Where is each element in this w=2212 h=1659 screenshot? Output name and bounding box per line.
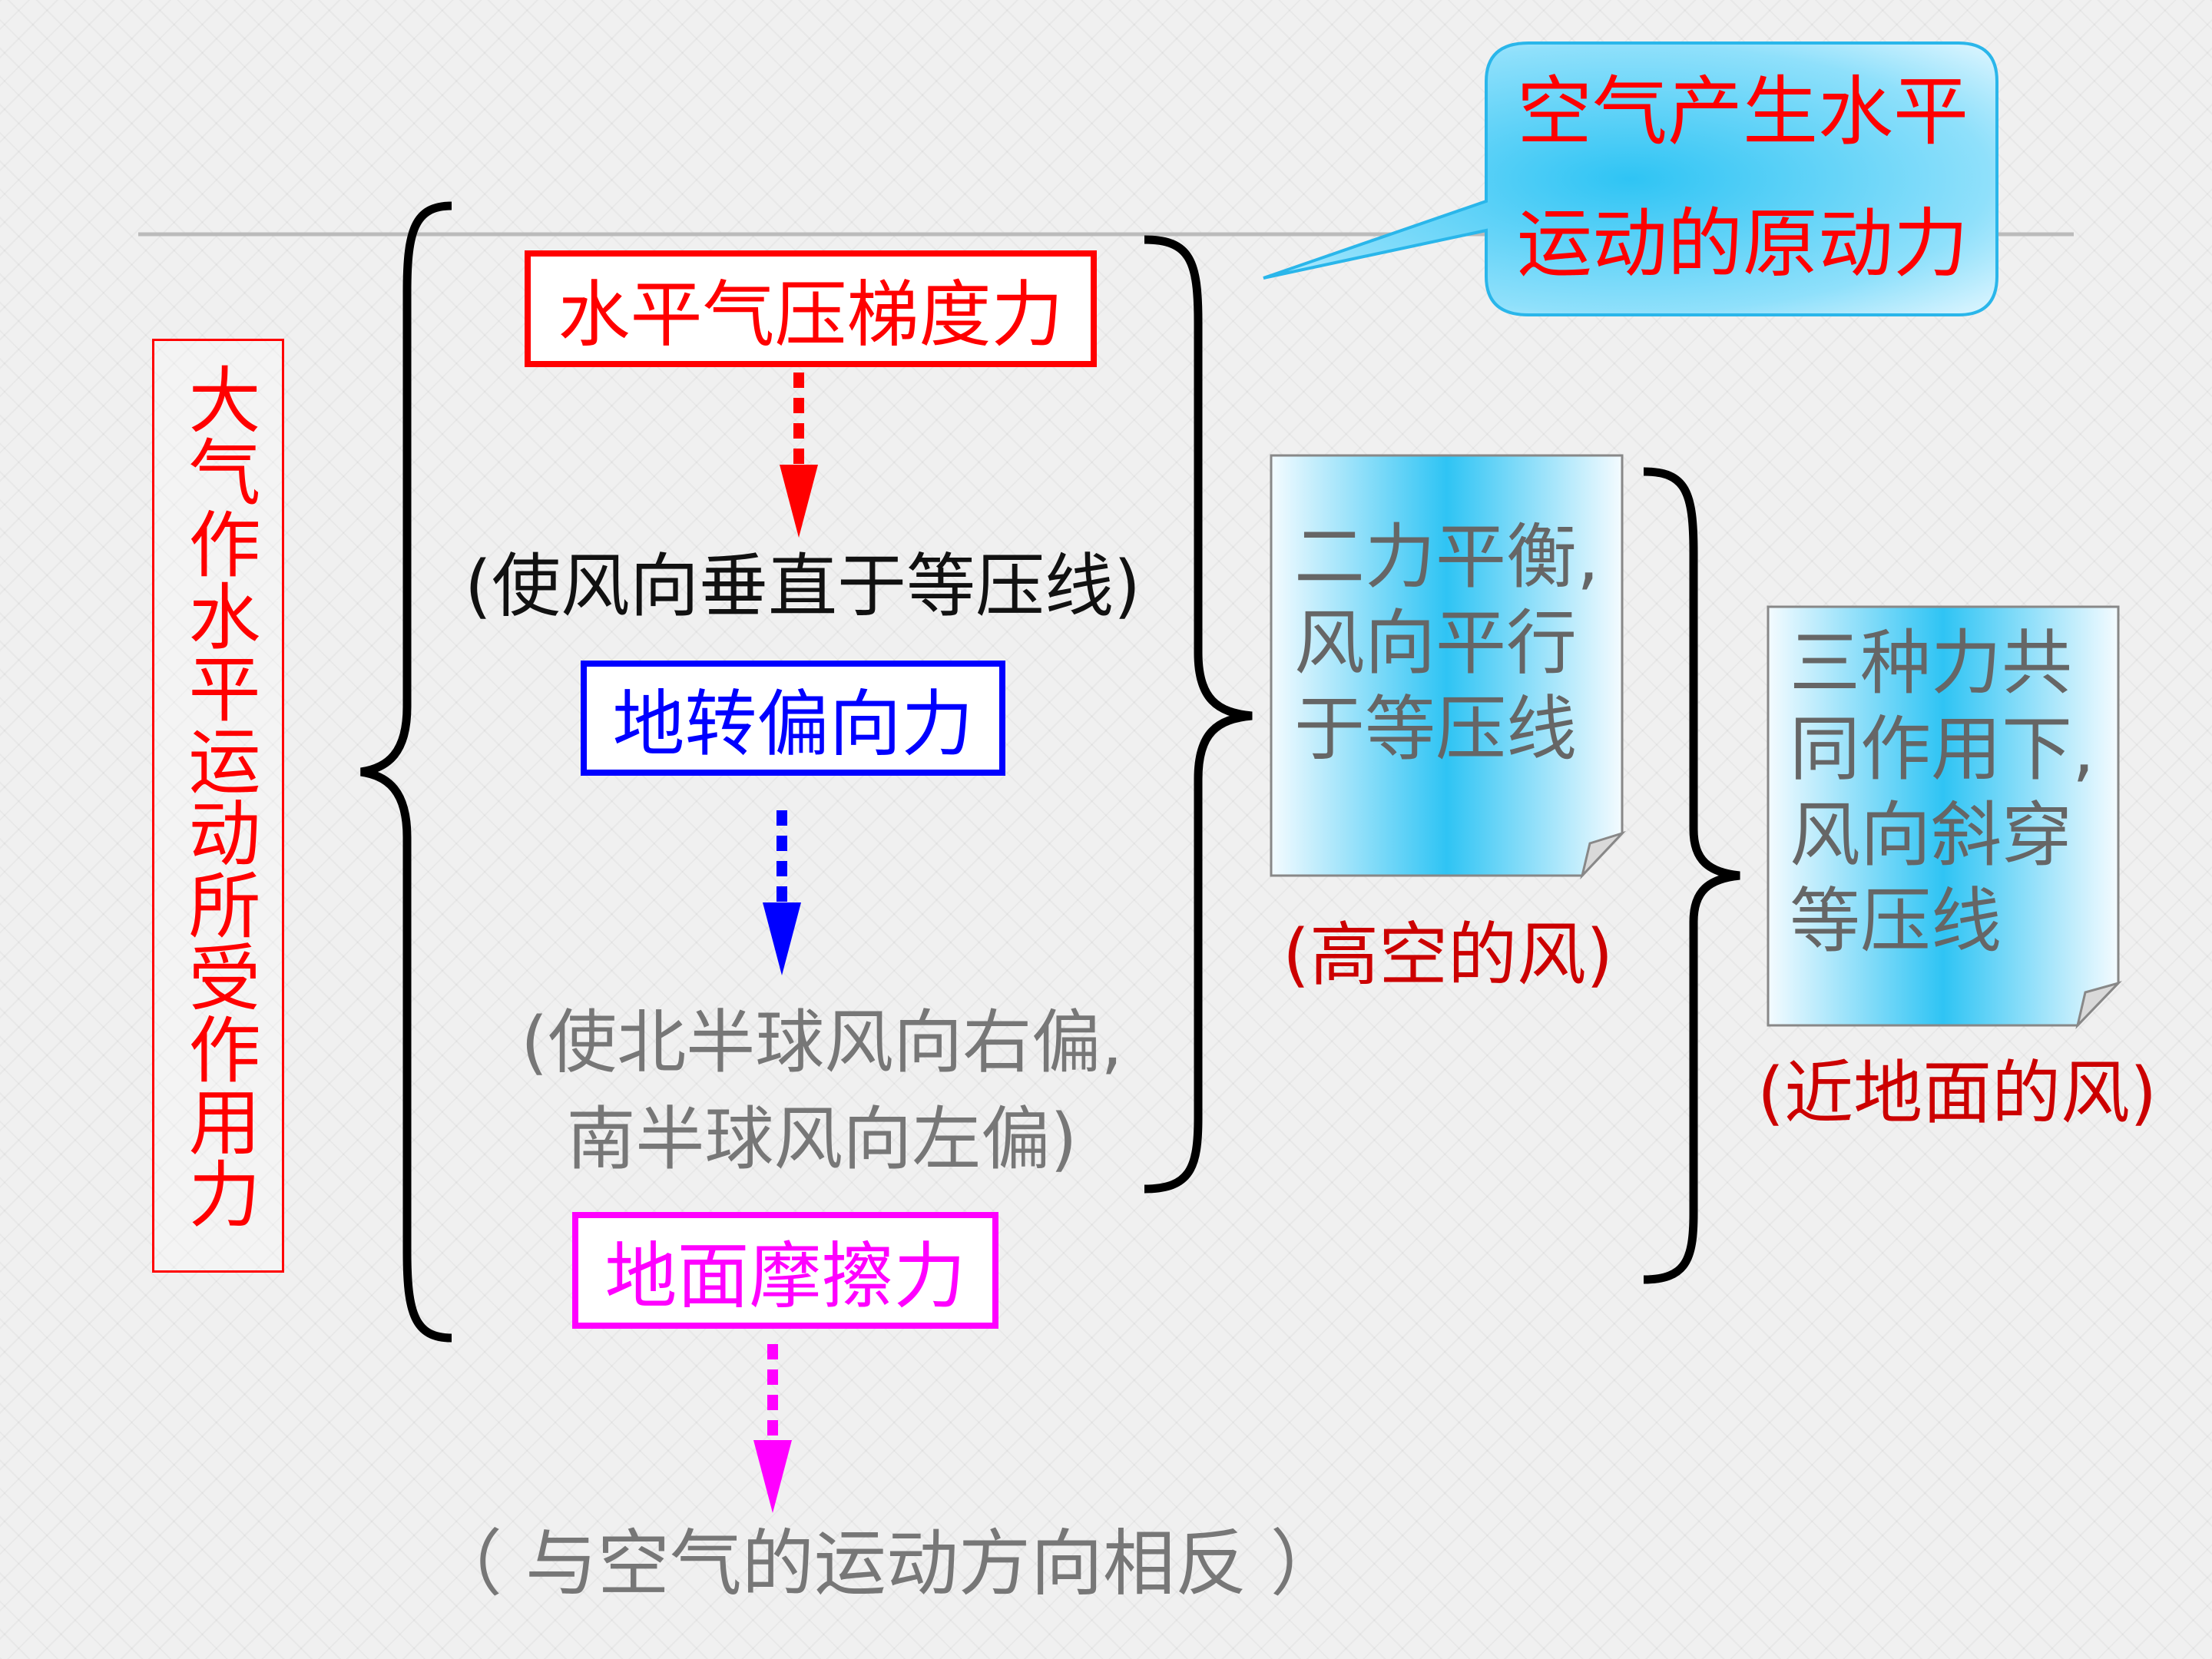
near-surface-text: 三种力共 同作用下, 风向斜穿 等压线: [1790, 621, 2112, 965]
title-box: 大气作水平运动所受作用力: [152, 339, 284, 1273]
force-box-friction: 地面摩擦力: [572, 1212, 998, 1329]
arrow-friction-head: [753, 1440, 792, 1513]
arrow-coriolis-head: [763, 902, 801, 975]
near-surface-line1: 三种力共: [1790, 622, 2073, 704]
right-brace-upper-air: [1144, 235, 1253, 1194]
right-brace-near-surface: [1643, 467, 1740, 1284]
upper-air-line2: 风向平行: [1294, 602, 1578, 684]
title-text: 大气作水平运动所受作用力: [176, 363, 260, 1229]
callout-bubble: [1263, 41, 1998, 316]
effect-coriolis-line2: 南半球风向左偏): [566, 1099, 1078, 1180]
near-surface-line3: 风向斜穿: [1790, 794, 2073, 876]
upper-air-text: 二力平衡, 风向平行 于等压线: [1294, 515, 1617, 773]
force-box-pressure-gradient: 水平气压梯度力: [525, 250, 1097, 367]
upper-air-line1: 二力平衡,: [1294, 516, 1600, 598]
upper-air-line3: 于等压线: [1294, 688, 1578, 770]
near-surface-caption: (近地面的风): [1757, 1053, 2157, 1134]
left-brace: [360, 201, 452, 1343]
effect-friction: （ 与空气的运动方向相反 ）: [430, 1522, 1343, 1606]
near-surface-line4: 等压线: [1790, 880, 2002, 962]
arrow-pressure-head: [780, 465, 818, 538]
callout-line2: 运动的原动力: [1517, 200, 1969, 288]
doc-upper-air-fold: [1580, 830, 1627, 880]
force-label-pressure-gradient: 水平气压梯度力: [558, 273, 1064, 357]
callout-line1: 空气产生水平: [1517, 68, 1969, 156]
effect-pressure-gradient: (使风向垂直于等压线): [464, 546, 1141, 627]
force-box-coriolis: 地转偏向力: [581, 661, 1005, 776]
upper-air-caption: (高空的风): [1283, 915, 1614, 995]
effect-coriolis: (使北半球风向右偏, 南半球风向左偏): [492, 995, 1152, 1188]
force-label-friction: 地面摩擦力: [604, 1235, 966, 1319]
doc-near-surface-fold: [2075, 981, 2122, 1029]
force-label-coriolis: 地转偏向力: [612, 683, 974, 767]
effect-coriolis-line1: (使北半球风向右偏,: [521, 1002, 1123, 1083]
callout-text: 空气产生水平 运动的原动力: [1517, 46, 1978, 310]
near-surface-line2: 同作用下,: [1790, 708, 2095, 790]
